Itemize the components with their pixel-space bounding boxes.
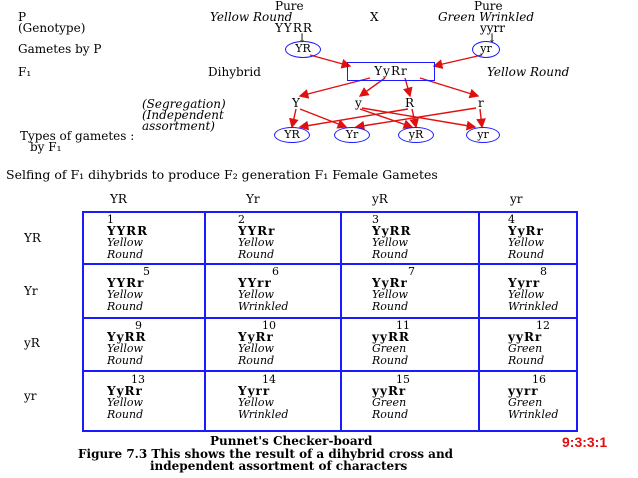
- column-header: yR: [372, 192, 388, 206]
- pure-left-label: Pure: [275, 0, 304, 13]
- punnett-cell: 8 Yyrr Yellow Wrinkled: [508, 265, 559, 313]
- arrow-R-to-YR: [298, 108, 409, 131]
- arrow-Y-to-YR: [289, 108, 299, 129]
- f1-label: F₁: [18, 65, 32, 79]
- gamete-yr-left-oval: YR: [285, 41, 321, 58]
- board-title: Punnet's Checker-board: [210, 434, 373, 448]
- arrow-down-right-icon: ↓: [487, 31, 498, 45]
- p-label: P: [18, 10, 27, 24]
- f1-gamete-YR-oval: YR: [274, 127, 310, 143]
- punnett-cell: 5 YYRr Yellow Round: [107, 265, 150, 313]
- arrow-yr-left-to-f1: [309, 54, 352, 69]
- parent-left-genotype: YYRR: [275, 21, 313, 35]
- grid-divider: [84, 370, 576, 372]
- arrow-r-to-Yr: [354, 107, 477, 131]
- allele-R: R: [405, 96, 415, 110]
- column-header: Yr: [246, 192, 260, 206]
- gametes-by-p-label: Gametes by P: [18, 42, 102, 56]
- punnett-square: [82, 211, 578, 432]
- row-header: YR: [24, 231, 41, 245]
- row-header: yR: [24, 336, 40, 350]
- types-of-gametes-line1: Types of gametes :: [20, 129, 135, 143]
- arrow-down-left-icon: ↓: [297, 31, 308, 45]
- punnett-cell: 12 yyRr Green Round: [508, 319, 550, 367]
- grid-divider: [84, 263, 576, 265]
- parent-right-genotype: yyrr: [480, 21, 506, 35]
- f1-gamete-yr-oval: yr: [466, 127, 500, 143]
- punnett-cell: 1 YYRR Yellow Round: [107, 213, 149, 261]
- arrow-r-to-yr: [476, 108, 486, 129]
- punnett-cell: 7 YyRr Yellow Round: [372, 265, 415, 313]
- arrow-f1-to-R: [403, 77, 413, 98]
- punnett-cell: 4 YyRr Yellow Round: [508, 213, 545, 261]
- grid-divider: [84, 317, 576, 319]
- arrow-f1-to-y: [358, 77, 386, 97]
- punnett-cell: 2 YYRr Yellow Round: [238, 213, 276, 261]
- row-header: Yr: [24, 284, 38, 298]
- phenotypic-ratio: 9:3:3:1: [562, 434, 608, 450]
- grid-divider: [204, 213, 206, 430]
- punnett-cell: 11 yyRR Green Round: [372, 319, 410, 367]
- allele-y: y: [355, 96, 362, 110]
- segregation-line1: (Segregation): [142, 97, 226, 111]
- grid-divider: [340, 213, 342, 430]
- column-header: YR: [110, 192, 127, 206]
- punnett-cell: 6 YYrr Yellow Wrinkled: [238, 265, 289, 313]
- genotype-label: (Genotype): [18, 21, 86, 35]
- allele-r: r: [478, 96, 484, 110]
- f1-genotype-box: YyRr: [347, 62, 435, 81]
- segregation-line3: assortment): [142, 119, 215, 133]
- column-header: yr: [510, 192, 523, 206]
- row-header: yr: [24, 389, 37, 403]
- punnett-cell: 15 yyRr Green Round: [372, 373, 410, 421]
- figure-caption-line1: Figure 7.3 This shows the result of a di…: [78, 447, 454, 461]
- cross-symbol: X: [370, 10, 379, 24]
- gamete-yr-right-oval: yr: [472, 41, 500, 58]
- punnett-cell: 16 yyrr Green Wrinkled: [508, 373, 559, 421]
- selfing-caption: Selfing of F₁ dihybrids to produce F₂ ge…: [6, 167, 438, 182]
- f1-gamete-yR-oval: yR: [398, 127, 434, 143]
- parent-right-phenotype: Green Wrinkled: [438, 10, 535, 24]
- arrow-yr-right-to-f1: [432, 54, 483, 69]
- figure-caption-line2: independent assortment of characters: [150, 459, 408, 473]
- types-of-gametes-line2: by F₁: [30, 140, 62, 154]
- punnett-cell: 9 YyRR Yellow Round: [107, 319, 147, 367]
- allele-Y: Y: [292, 96, 300, 110]
- punnett-cell: 10 YyRr Yellow Round: [238, 319, 276, 367]
- punnett-cell: 3 YyRR Yellow Round: [372, 213, 412, 261]
- arrow-f1-to-r: [419, 77, 480, 99]
- pure-right-label: Pure: [474, 0, 503, 13]
- f1-phenotype: Yellow Round: [487, 65, 570, 79]
- segregation-line2: (Independent: [142, 108, 224, 122]
- parent-left-phenotype: Yellow Round: [210, 10, 293, 24]
- arrow-f1-to-Y: [298, 77, 371, 99]
- punnett-cell: 13 YyRr Yellow Round: [107, 373, 145, 421]
- arrow-Y-to-Yr: [299, 108, 348, 129]
- punnett-cell: 14 Yyrr Yellow Wrinkled: [238, 373, 289, 421]
- f1-gamete-Yr-oval: Yr: [334, 127, 370, 143]
- arrow-y-to-yR: [359, 108, 414, 129]
- grid-divider: [478, 213, 480, 430]
- dihybrid-label: Dihybrid: [208, 65, 261, 79]
